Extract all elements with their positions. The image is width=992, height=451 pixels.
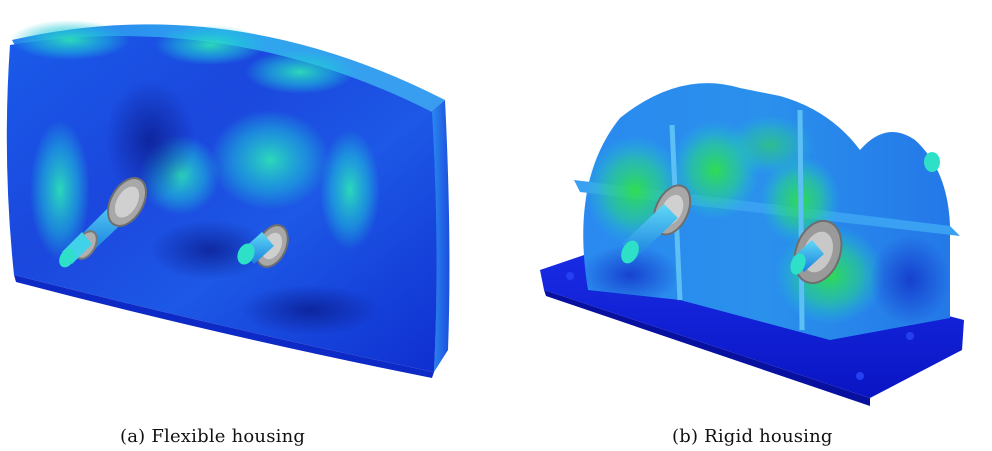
panel-caption-a: Flexible housing — [151, 426, 306, 447]
panel-caption-b: Rigid housing — [704, 426, 833, 447]
input-shaft — [621, 184, 692, 264]
caption-rigid-housing: (b) Rigid housing — [672, 426, 833, 447]
housing-side-face — [430, 100, 450, 372]
output-shaft — [237, 224, 289, 268]
flexible-housing-render — [6, 20, 450, 378]
input-shaft — [59, 177, 147, 268]
panel-flexible-housing: (a) Flexible housing — [0, 0, 470, 451]
output-shaft — [790, 220, 843, 284]
rigid-housing-render — [540, 83, 964, 406]
panel-rigid-housing: (b) Rigid housing — [530, 0, 992, 451]
panel-tag-a: (a) — [120, 426, 146, 447]
panel-tag-b: (b) — [672, 426, 699, 447]
caption-flexible-housing: (a) Flexible housing — [120, 426, 305, 447]
